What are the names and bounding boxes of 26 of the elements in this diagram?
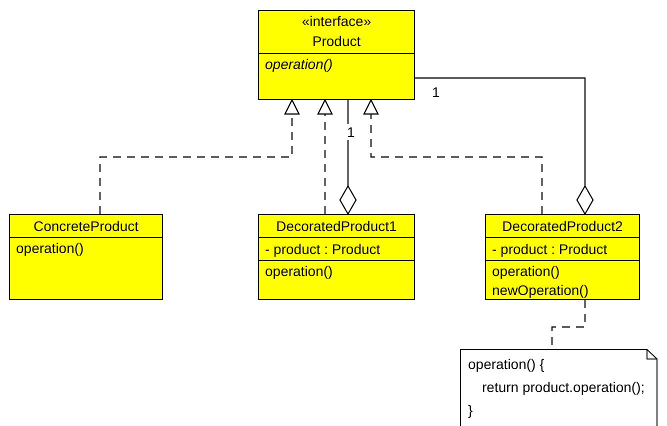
method-text: operation() (492, 262, 561, 281)
multiplicity-label: 1 (346, 124, 356, 140)
dashed-connector (99, 99, 300, 214)
attribute-text: - product : Product (265, 240, 382, 259)
method-text: operation() (265, 262, 334, 281)
class-name: Product (311, 32, 362, 51)
class-box (258, 10, 415, 100)
class-box (258, 214, 415, 300)
class-name: DecoratedProduct1 (275, 217, 398, 236)
dashed-connector (363, 99, 543, 214)
class-box (485, 214, 640, 300)
method-text: operation() (16, 239, 85, 258)
class-name: ConcreteProduct (32, 217, 140, 236)
code-line: } (468, 401, 473, 420)
aggregation-connector (339, 100, 357, 215)
class-name: DecoratedProduct2 (501, 217, 624, 236)
attribute-text: - product : Product (492, 240, 608, 259)
aggregation-connector (415, 77, 594, 215)
class-box (9, 214, 163, 300)
dashed-connector (317, 99, 333, 214)
class-name: «interface» (300, 12, 372, 31)
multiplicity-label: 1 (431, 84, 441, 100)
code-line: return product.operation(); (482, 378, 645, 397)
method-text: newOperation() (492, 281, 590, 300)
code-line: operation() { (468, 355, 544, 374)
method-text: operation() (265, 55, 334, 74)
